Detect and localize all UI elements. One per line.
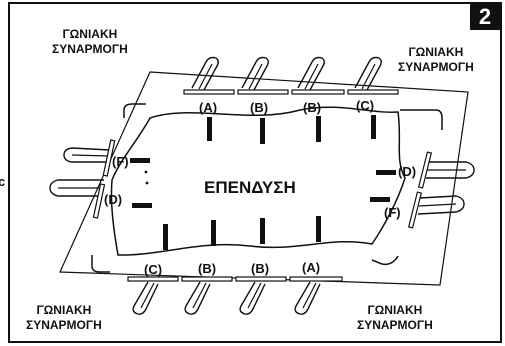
frame-tube [235,276,287,282]
u-rod [297,56,325,91]
cover-label: ΕΠΕΝΔΥΣΗ [204,178,296,197]
u-rod [241,56,269,91]
corner-label-line-1: ΓΩΝΙΑΚΗ [36,303,92,317]
label-bottom-3: (B) [251,261,269,276]
u-rod [184,281,211,315]
label-top-4: (C) [356,98,374,113]
corner-label-line-2: ΣΥΝΑΡΜΟΓΗ [357,318,433,332]
u-rod [132,281,159,315]
label-right-2: (F) [384,205,401,220]
u-rod [248,63,263,90]
cover-strap [163,224,168,250]
u-rod [247,282,262,309]
label-left-1: (F) [112,154,129,169]
top-tubes [183,89,399,95]
cover-strap [316,116,321,142]
label-bottom-4: (A) [302,260,320,275]
label-bottom-1: (C) [144,262,162,277]
u-rod [294,281,321,315]
frame-tube [417,151,433,189]
top-straps [207,115,376,144]
cover-strap [260,218,265,244]
label-right-1: (D) [398,164,416,179]
frame-tube [102,139,116,177]
corner-label-bottom-right: ΓΩΝΙΑΚΗ ΣΥΝΑΡΜΟΓΗ [357,303,433,333]
step-number-badge: 2 [470,4,500,30]
frame-tube [92,183,106,219]
label-top-3: (B) [303,100,321,115]
corner-label-line-1: ΓΩΝΙΑΚΗ [367,303,423,317]
u-rod [239,281,266,315]
bottom-tubes [127,276,343,282]
inner-corner-bottom-right [371,255,399,266]
frame-tube [289,276,343,282]
u-rod [354,56,382,91]
frame-tube [183,89,235,95]
cover-strap [260,118,265,144]
cover-strap [370,197,390,202]
frame-tube [181,276,233,282]
u-rod [426,161,475,179]
frame-tube [347,89,399,95]
u-rod [71,154,110,157]
right-straps [370,170,396,202]
corner-label-line-2: ΣΥΝΑΡΜΟΓΗ [52,42,128,56]
corner-label-bottom-left: ΓΩΝΙΑΚΗ ΣΥΝΑΡΜΟΓΗ [26,303,102,333]
u-rod [417,195,465,215]
u-rod [302,282,317,309]
corner-label-top-right: ΓΩΝΙΑΚΗ ΣΥΝΑΡΜΟΓΗ [398,45,474,75]
left-rods [49,139,116,219]
u-rod [361,63,376,90]
u-rod [63,147,111,163]
frame-tube [237,89,289,95]
right-rods [407,151,475,229]
label-bottom-2: (B) [198,261,216,276]
corner-label-line-2: ΣΥΝΑΡΜΟΓΗ [398,60,474,74]
bottom-straps [163,216,321,250]
u-rod [49,179,104,197]
inner-corner-bottom-left [91,255,110,273]
label-left-2: (D) [104,192,122,207]
cover-dot [144,170,148,174]
frame-tube [127,276,179,282]
corner-label-top-left: ΓΩΝΙΑΚΗ ΣΥΝΑΡΜΟΓΗ [52,27,128,57]
edge-mark: c [0,174,5,189]
u-rod [191,56,219,91]
cover-strap [376,170,396,175]
corner-label-line-1: ΓΩΝΙΑΚΗ [62,27,118,41]
inner-corner-top-right [400,109,443,130]
cover-strap [371,115,376,139]
top-rods [191,56,382,91]
frame-tube [407,191,423,229]
cover-strap [211,220,216,246]
frame-outline [59,71,469,286]
inner-corner-top-left [123,103,146,118]
cover-strap [316,216,321,242]
cover-strap [207,117,212,141]
label-top-2: (B) [250,100,268,115]
u-rod [192,282,207,309]
u-rod [418,203,457,207]
frame-tube [291,89,345,95]
corner-label-line-2: ΣΥΝΑΡΜΟΓΗ [26,318,102,332]
cover-dot [145,181,149,185]
cover-strap [130,158,150,163]
bottom-rods [132,281,321,315]
u-rod [198,63,213,90]
corner-label-line-1: ΓΩΝΙΑΚΗ [408,45,464,59]
diagram-frame [8,2,502,343]
left-straps [130,158,152,208]
label-top-1: (A) [199,100,217,115]
cover-fabric [110,106,406,256]
u-rod [140,282,155,309]
cover-strap [132,203,152,208]
u-rod [304,63,319,90]
